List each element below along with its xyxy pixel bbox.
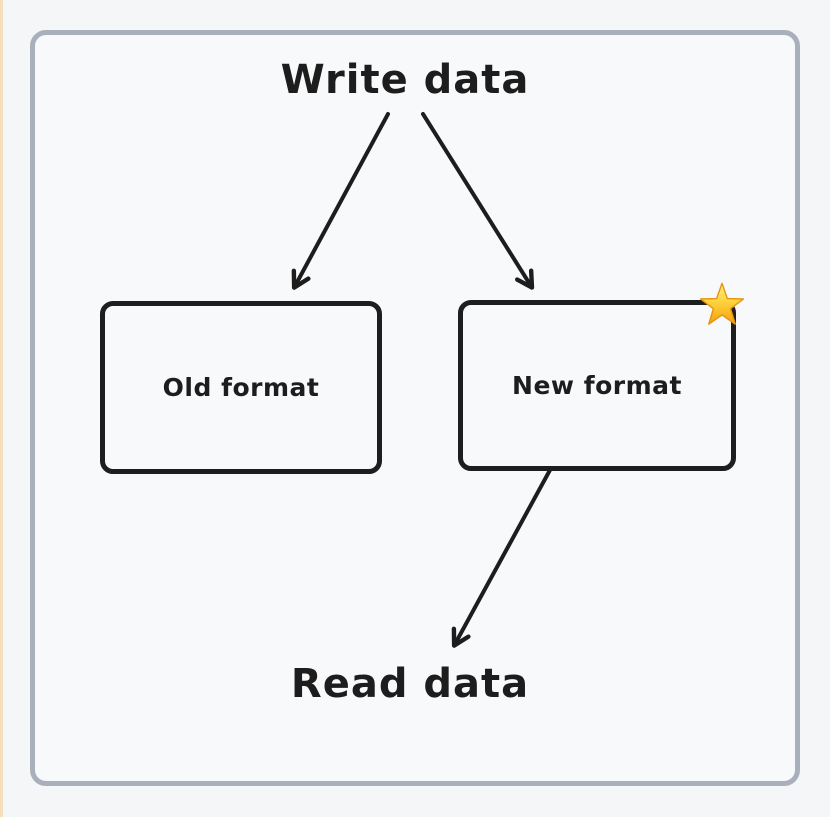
read-data-label: Read data: [290, 661, 530, 707]
write-data-label: Write data: [280, 57, 530, 103]
node-new-format-label: New format: [512, 371, 682, 400]
node-old-format-label: Old format: [162, 373, 320, 402]
node-new-format: New format: [458, 282, 745, 471]
star-emoji-icon: [699, 282, 745, 325]
node-old-format: Old format: [100, 301, 382, 474]
left-edge-strip: [0, 0, 3, 817]
